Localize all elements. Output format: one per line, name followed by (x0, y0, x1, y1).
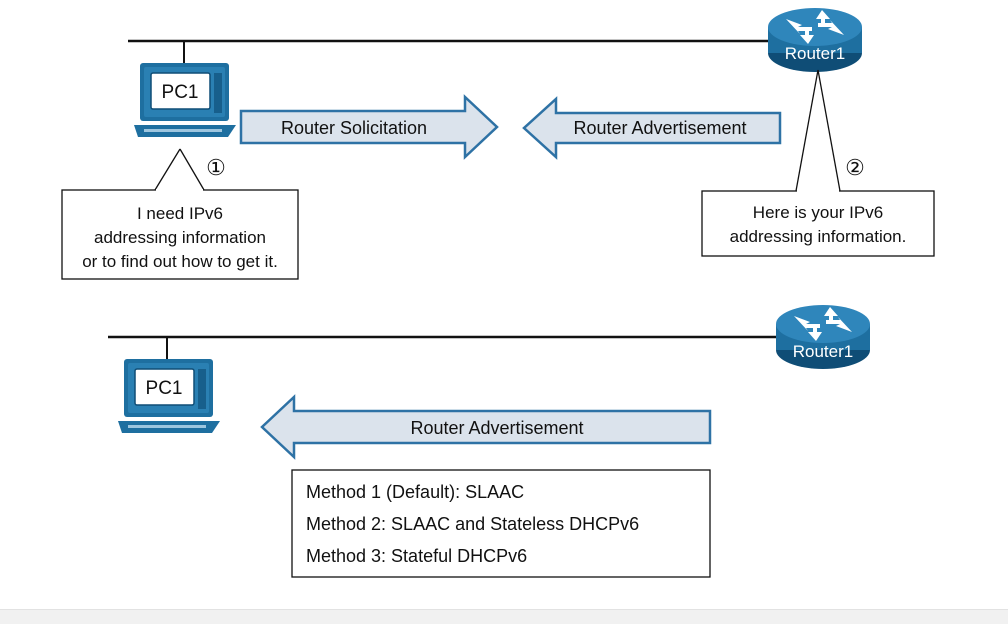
router-advertisement-arrow (522, 96, 782, 160)
page-bottom-strip (0, 609, 1008, 624)
router-label: Router1 (793, 342, 853, 361)
pc-callout-line-1: I need IPv6 (137, 204, 223, 223)
router-callout-line-1: Here is your IPv6 (753, 203, 883, 222)
pc-callout-line-2: addressing information (94, 228, 266, 247)
pc-icon (118, 359, 220, 433)
pc-callout-line-3: or to find out how to get it. (82, 252, 278, 271)
router-icon (776, 305, 870, 369)
router-label: Router1 (785, 44, 845, 63)
methods-box: Method 1 (Default): SLAAC Method 2: SLAA… (291, 469, 711, 578)
router-callout-line-2: addressing information. (730, 227, 907, 246)
router-icon (768, 8, 862, 72)
pc-label: PC1 (162, 82, 199, 103)
router-callout: Here is your IPv6 addressing information… (701, 69, 935, 257)
ipv6-router-discovery-diagram: PC1 Router1 Router Solicitation Router A… (61, 8, 935, 578)
bottom-scene: PC1 Router1 Router Advertisement Method … (108, 305, 870, 578)
router-advertisement-label: Router Advertisement (410, 418, 583, 438)
pc-label: PC1 (146, 378, 183, 399)
router-advertisement-label: Router Advertisement (573, 118, 746, 138)
router-solicitation-label: Router Solicitation (281, 118, 427, 138)
step-2-marker: ② (845, 155, 865, 180)
router-solicitation-arrow (239, 94, 499, 160)
top-scene: PC1 Router1 Router Solicitation Router A… (61, 8, 935, 280)
router-advertisement-arrow (260, 394, 712, 460)
method-1: Method 1 (Default): SLAAC (306, 482, 524, 502)
pc-callout: I need IPv6 addressing information or to… (61, 148, 299, 280)
method-2: Method 2: SLAAC and Stateless DHCPv6 (306, 514, 639, 534)
step-1-marker: ① (206, 155, 226, 180)
pc-icon (134, 63, 236, 137)
method-3: Method 3: Stateful DHCPv6 (306, 546, 527, 566)
